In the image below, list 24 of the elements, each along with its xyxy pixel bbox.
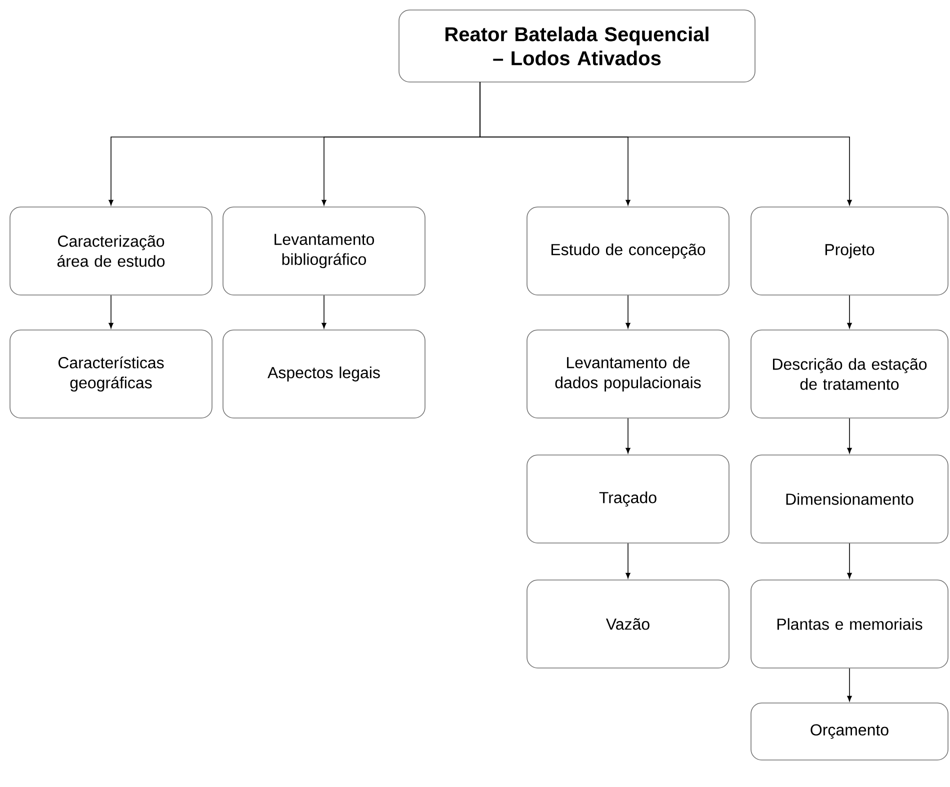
process-box: Vazão [526,580,730,668]
process-box: Plantas e memoriais [750,580,948,668]
arrow [847,668,852,702]
process-box: Traçado [526,454,730,544]
arrow [322,295,326,328]
arrow [626,295,630,328]
arrow [626,543,630,578]
process-box: Caracterização área de estudo [10,206,212,296]
process-box: Aspectos legais [222,330,426,418]
process-box: Orçamento [750,702,948,760]
arrow [626,418,630,454]
process-box: Projeto [750,206,948,296]
process-box: Descrição da estação de tratamento [750,330,948,418]
arrow [847,295,852,328]
title-box: Reator Batelada Sequencial – Lodos Ativados [398,10,756,82]
process-box: Dimensionamento [750,454,948,544]
arrow [480,82,852,206]
arrow [847,418,852,454]
process-box: Características geográficas [10,330,212,418]
process-box: Estudo de concepção [526,206,730,296]
arrow [108,295,114,328]
arrow [847,543,852,578]
process-box: Levantamento de dados populacionais [526,330,730,418]
process-box: Levantamento bibliográfico [222,206,426,296]
